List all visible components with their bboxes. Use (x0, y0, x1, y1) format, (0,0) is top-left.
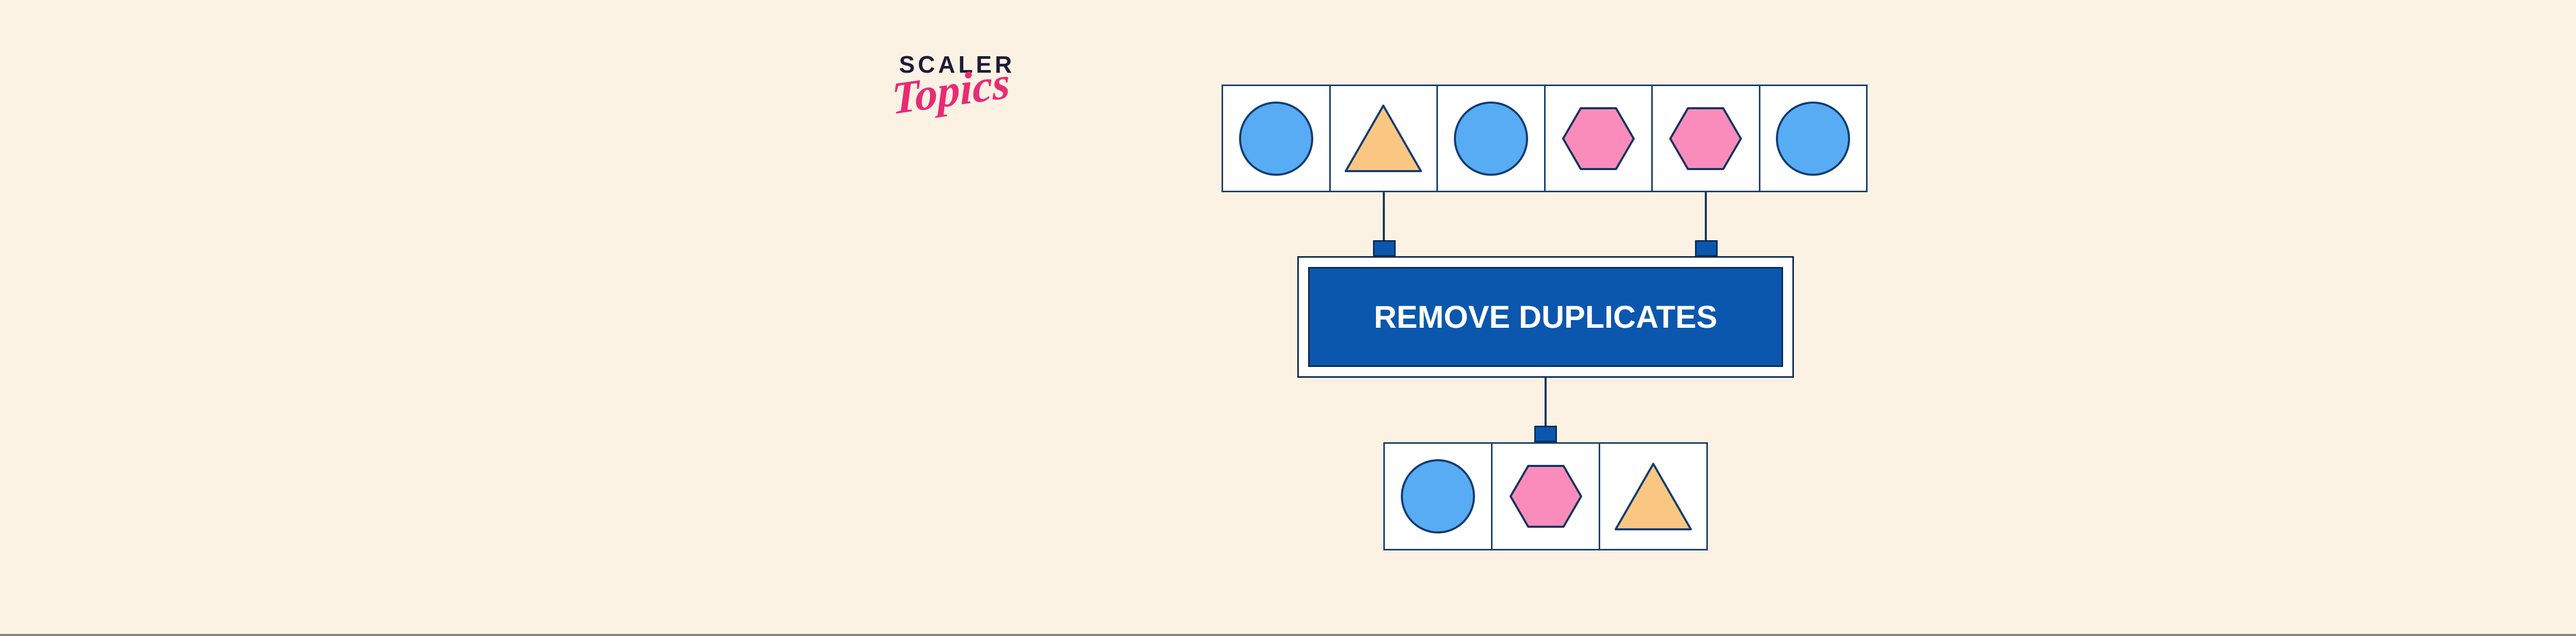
shape-cell-triangle (1600, 444, 1706, 549)
remove-duplicates-frame: REMOVE DUPLICATES (1297, 256, 1794, 378)
logo-brand-text: SCALER (899, 51, 1015, 78)
shape-cell-circle (1223, 86, 1331, 191)
hexagon-shape (1562, 107, 1635, 170)
shape-cell-hexagon (1653, 86, 1760, 191)
remove-duplicates-box: REMOVE DUPLICATES (1308, 267, 1783, 367)
shape-cell-circle (1438, 86, 1546, 191)
hexagon-shape (1509, 465, 1582, 528)
circle-shape (1401, 459, 1475, 533)
connector-nub-left (1373, 240, 1396, 257)
triangle-shape (1345, 105, 1422, 172)
connector-line-right (1705, 192, 1707, 241)
circle-shape (1453, 101, 1528, 176)
shape-cell-triangle (1330, 86, 1438, 191)
connector-nub-right (1695, 240, 1718, 257)
triangle-shape (1615, 462, 1692, 530)
shape-cell-hexagon (1545, 86, 1653, 191)
circle-shape (1776, 101, 1851, 176)
scaler-topics-logo: SCALER Topics (891, 51, 1033, 164)
connector-line-left (1383, 192, 1385, 241)
footer-divider-strip (0, 634, 2576, 636)
circle-shape (1239, 101, 1313, 176)
hexagon-shape (1669, 107, 1742, 170)
connector-nub-output (1534, 426, 1557, 442)
connector-line-output (1545, 378, 1547, 427)
input-shape-row (1222, 85, 1868, 192)
shape-cell-hexagon (1493, 444, 1600, 549)
shape-cell-circle (1760, 86, 1866, 191)
output-shape-row (1383, 442, 1708, 550)
shape-cell-circle (1385, 444, 1493, 549)
remove-duplicates-label: REMOVE DUPLICATES (1374, 299, 1718, 334)
